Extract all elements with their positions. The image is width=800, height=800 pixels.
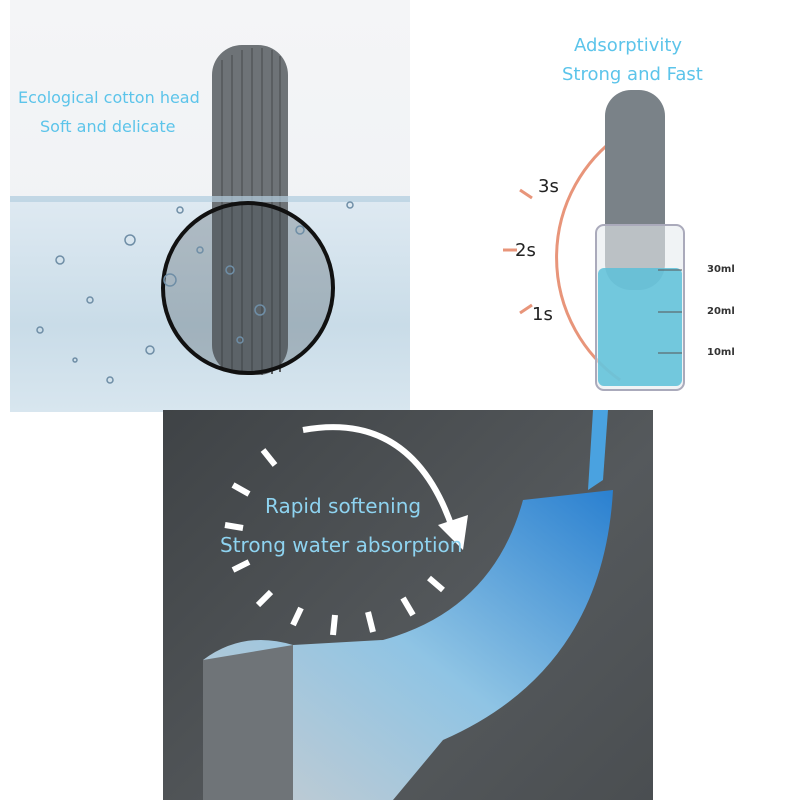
- rotation-arrow-icon: [302, 424, 456, 531]
- magnifier-circle: [161, 201, 335, 375]
- volume-label-30ml: 30ml: [707, 264, 735, 275]
- adsorptivity-heading: Adsorptivity: [574, 35, 683, 56]
- beaker-liquid: [598, 268, 682, 386]
- water-absorption-text: Strong water absorption: [220, 533, 463, 557]
- sponge-bending-illustration: [203, 410, 613, 800]
- bubbles: [36, 201, 354, 384]
- radiating-dashes: [224, 448, 445, 636]
- timer-dial-arc: [555, 133, 621, 382]
- cotton-head-heading: Ecological cotton head: [18, 88, 200, 107]
- adsorptivity-subheading: Strong and Fast: [562, 64, 703, 85]
- timer-dial-and-beaker: [503, 90, 685, 391]
- sponge-in-water-illustration: [10, 45, 410, 384]
- time-label-2s: 2s: [515, 240, 536, 261]
- time-label-1s: 1s: [532, 304, 553, 325]
- volume-label-10ml: 10ml: [707, 347, 735, 358]
- rapid-softening-text: Rapid softening: [265, 494, 422, 518]
- water-stream: [588, 410, 608, 490]
- sponge-head-icon: [212, 45, 288, 375]
- bending-sponge: [203, 490, 613, 800]
- water-surface: [10, 196, 410, 412]
- time-label-3s: 3s: [538, 176, 559, 197]
- cotton-head-subheading: Soft and delicate: [40, 117, 176, 136]
- volume-label-20ml: 20ml: [707, 306, 735, 317]
